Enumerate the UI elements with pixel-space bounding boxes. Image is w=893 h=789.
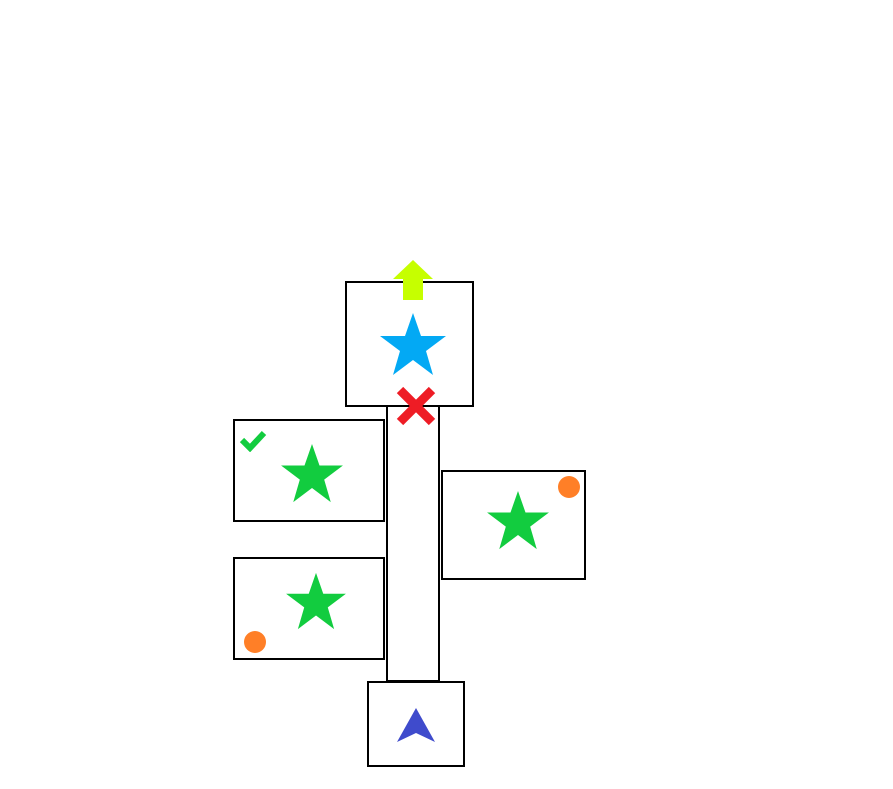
dot-icon — [558, 476, 580, 498]
star-icon — [378, 312, 448, 376]
star-icon — [282, 572, 350, 630]
dot-icon — [244, 631, 266, 653]
star-icon — [277, 443, 347, 503]
star-icon — [483, 490, 553, 550]
up-arrow-icon — [392, 259, 434, 301]
check-icon — [239, 428, 267, 452]
corridor — [386, 405, 440, 682]
x-mark-icon — [395, 386, 437, 426]
player-arrow-icon — [395, 706, 437, 744]
